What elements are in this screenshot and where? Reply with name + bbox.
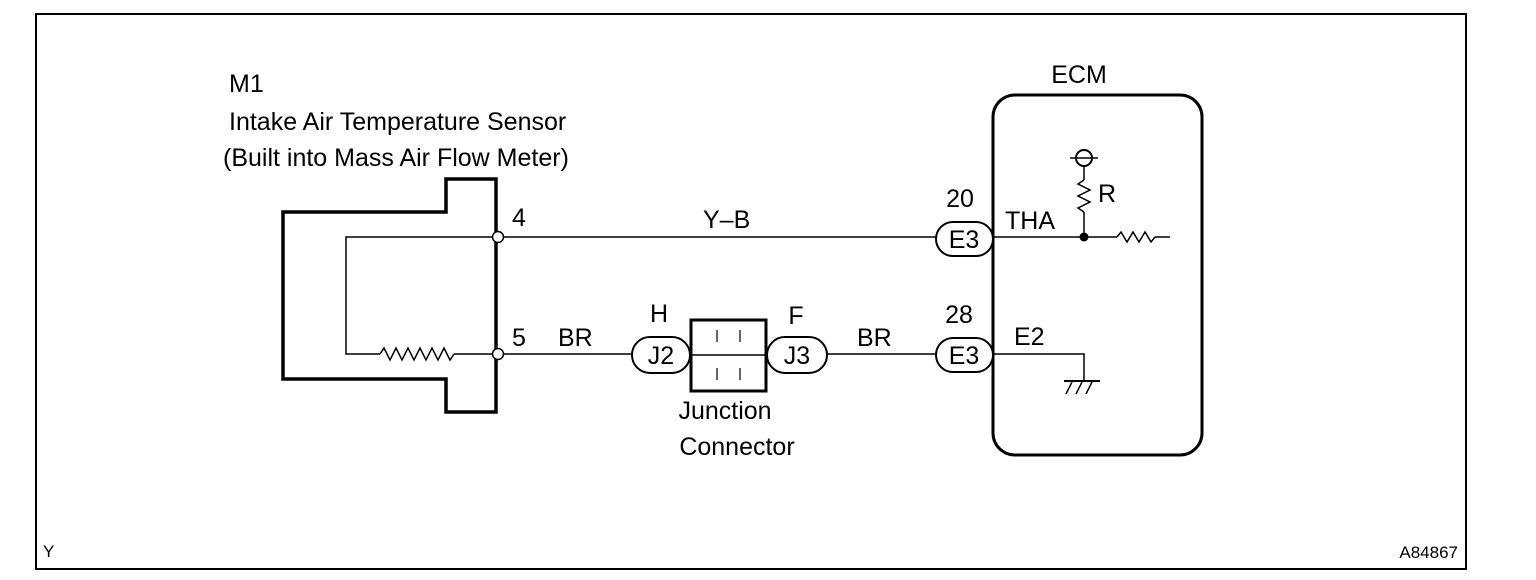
connector-e3-pin20 <box>935 221 994 257</box>
connector-e3-label-20: E3 <box>949 226 980 254</box>
connector-j2-label: J2 <box>648 342 674 370</box>
sensor-terminal-5 <box>491 347 505 361</box>
sensor-name: Intake Air Temperature Sensor <box>229 108 566 136</box>
pullup-resistor-icon <box>1076 179 1092 213</box>
ground-wire-color-right: BR <box>857 324 892 352</box>
sensor-thermistor-icon <box>379 346 455 362</box>
corner-label: Y <box>43 542 54 561</box>
ecm-box <box>991 93 1204 457</box>
junction-label-line1: Junction <box>678 397 771 425</box>
diagram-frame <box>35 13 1467 570</box>
sensor-housing <box>281 177 498 414</box>
figure-id: A84867 <box>1399 543 1458 562</box>
ecm-input-resistor-icon <box>1116 230 1156 244</box>
sensor-internal-wire <box>345 236 498 355</box>
ground-wire-color-left: BR <box>558 324 593 352</box>
ecm-terminal-tha: THA <box>1005 207 1055 235</box>
pullup-resistor-label: R <box>1098 180 1116 208</box>
sensor-pin-5: 5 <box>512 324 526 352</box>
sensor-pin-4: 4 <box>512 204 526 232</box>
sensor-note: (Built into Mass Air Flow Meter) <box>223 144 569 172</box>
connector-j3 <box>766 336 828 374</box>
ecm-terminal-e2: E2 <box>1014 323 1045 351</box>
sensor-terminal-4 <box>491 230 505 244</box>
junction-label-line2: Connector <box>679 433 794 461</box>
connector-e3-pin28 <box>935 337 994 373</box>
ecm-pin-28: 28 <box>945 301 973 329</box>
ecm-title: ECM <box>1051 61 1107 89</box>
connector-j3-label: J3 <box>784 342 810 370</box>
ecm-pin-20: 20 <box>946 185 974 213</box>
connector-e3-label-28: E3 <box>949 342 980 370</box>
sensor-code: M1 <box>229 70 264 98</box>
signal-wire-color: Y–B <box>703 206 750 234</box>
jc-pin-f: F <box>788 302 803 330</box>
ground-icon <box>1064 380 1100 395</box>
ecm-e2-line <box>993 353 1085 381</box>
jc-pin-h: H <box>650 300 668 328</box>
